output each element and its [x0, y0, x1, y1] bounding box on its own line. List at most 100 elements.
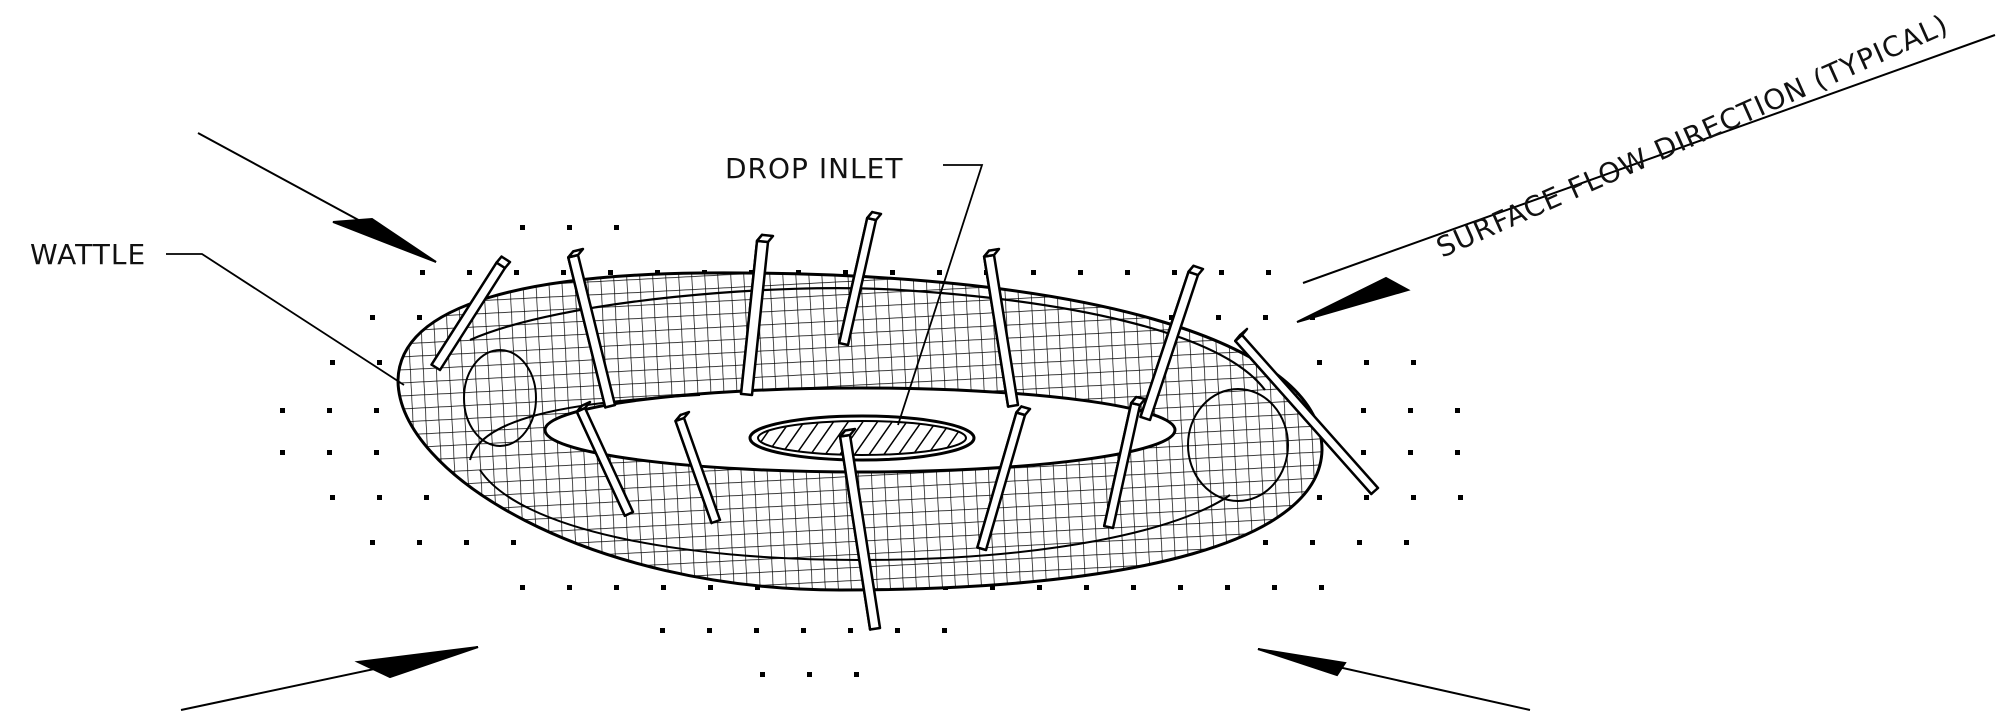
ground-dot	[377, 360, 382, 365]
ground-dot	[708, 585, 713, 590]
ground-dot	[1219, 270, 1224, 275]
ground-dot	[327, 408, 332, 413]
ground-dot	[661, 585, 666, 590]
ground-dot	[417, 540, 422, 545]
ground-dot	[1458, 495, 1463, 500]
ground-dot	[1411, 360, 1416, 365]
stake	[575, 400, 635, 518]
ground-dot	[1084, 585, 1089, 590]
ground-dot	[464, 540, 469, 545]
ground-dot	[1364, 495, 1369, 500]
ground-dot	[374, 450, 379, 455]
ground-dot	[420, 270, 425, 275]
ground-dot	[942, 628, 947, 633]
ground-dot	[1131, 585, 1136, 590]
stake	[838, 427, 882, 631]
ground-dot	[1317, 360, 1322, 365]
ground-dot	[890, 270, 895, 275]
flow-arrow-top-left	[197, 132, 437, 263]
stake-top	[1015, 405, 1032, 417]
stake-top	[865, 210, 883, 222]
ground-dot	[1357, 540, 1362, 545]
stake	[982, 247, 1020, 408]
stake	[567, 247, 617, 409]
ground-dot	[1364, 360, 1369, 365]
ground-dot	[1310, 540, 1315, 545]
stake-top	[495, 255, 512, 270]
ground-dot	[655, 270, 660, 275]
wattle-label: WATTLE	[30, 238, 146, 271]
ground-dot	[1125, 270, 1130, 275]
ground-dot	[374, 408, 379, 413]
ground-dot	[1411, 495, 1416, 500]
ground-dot	[1408, 450, 1413, 455]
ground-dot	[1317, 495, 1322, 500]
drop-inlet-leader	[897, 164, 984, 426]
ground-dot	[370, 315, 375, 320]
ground-dot	[520, 225, 525, 230]
ground-dot	[514, 270, 519, 275]
stake	[976, 405, 1032, 552]
ground-dot	[854, 672, 859, 677]
ground-dot	[608, 270, 613, 275]
stake-top	[838, 427, 857, 438]
ground-dot	[280, 450, 285, 455]
drop-inlet-grate	[748, 414, 976, 462]
ground-dot	[1266, 270, 1271, 275]
stake-top	[982, 247, 1001, 258]
stake	[1102, 395, 1147, 530]
ground-dot	[1263, 315, 1268, 320]
ground-dot	[848, 628, 853, 633]
ground-dot	[1225, 585, 1230, 590]
ground-dot	[330, 360, 335, 365]
ground-dot	[760, 672, 765, 677]
ground-dot	[754, 628, 759, 633]
ground-dot	[707, 628, 712, 633]
ground-dot	[567, 225, 572, 230]
ground-dot	[561, 270, 566, 275]
ground-dot	[990, 585, 995, 590]
stake-top	[567, 247, 585, 259]
ground-dot	[330, 495, 335, 500]
ground-dot	[1037, 585, 1042, 590]
ground-dot	[327, 450, 332, 455]
stake	[837, 210, 883, 347]
ground-dot	[370, 540, 375, 545]
stake-group	[430, 210, 1380, 631]
ground-dot	[1408, 408, 1413, 413]
stake-top	[755, 233, 775, 244]
ground-dot	[1319, 585, 1324, 590]
ground-dot	[424, 495, 429, 500]
ground-dot	[1455, 450, 1460, 455]
stake	[1139, 264, 1205, 422]
ground-dot	[1178, 585, 1183, 590]
ground-dot	[377, 495, 382, 500]
flow-arrow-bottom-right	[1257, 648, 1531, 711]
ground-dot	[801, 628, 806, 633]
ground-dot	[660, 628, 665, 633]
stake	[739, 233, 775, 397]
ground-dot	[1172, 270, 1177, 275]
ground-dot	[1263, 540, 1268, 545]
stake-top	[1129, 395, 1147, 407]
leader-lines	[166, 164, 984, 426]
ground-dot	[755, 585, 760, 590]
stake-top	[674, 410, 691, 423]
ground-dot	[1216, 315, 1221, 320]
ground-dot	[1361, 408, 1366, 413]
ground-dot	[895, 628, 900, 633]
ground-dot	[1361, 450, 1366, 455]
ground-dot	[1031, 270, 1036, 275]
ground-dot	[1272, 585, 1277, 590]
ground-dot	[1078, 270, 1083, 275]
stake	[674, 410, 722, 525]
drop-inlet-label: DROP INLET	[725, 152, 903, 185]
ground-dot	[280, 408, 285, 413]
ground-dot	[614, 585, 619, 590]
ground-dot	[807, 672, 812, 677]
stake	[430, 255, 512, 372]
ground-dot	[417, 315, 422, 320]
ground-dot	[520, 585, 525, 590]
flow-arrows	[180, 34, 1996, 711]
